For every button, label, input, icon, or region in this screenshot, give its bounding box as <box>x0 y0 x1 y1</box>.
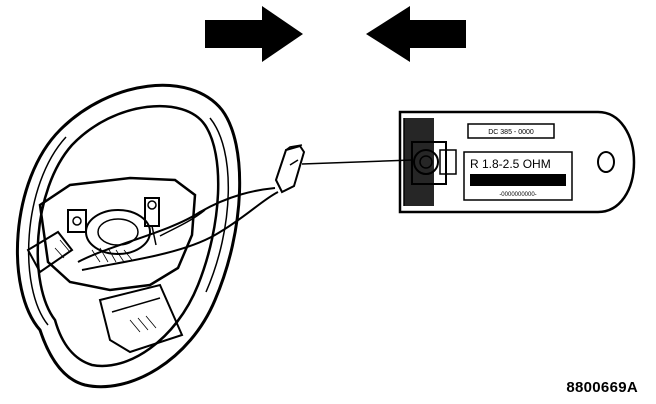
figure-id: 8800669A <box>566 379 638 396</box>
connector-plug <box>274 144 306 194</box>
tool-resistance-label: R 1.8-2.5 OHM <box>470 157 551 171</box>
tool-top-label: DC 385 - 0000 <box>488 129 534 136</box>
arrow-right-icon <box>205 6 303 62</box>
arrow-left-icon <box>366 6 466 62</box>
air-bag-simulator-tool: DC 385 - 0000 R 1.8-2.5 OHM -0000000000- <box>398 110 636 214</box>
steering-wheel <box>15 83 242 389</box>
tool-socket <box>411 141 457 185</box>
wire-harness <box>77 187 279 271</box>
test-lead-wire <box>301 159 413 165</box>
tool-serial-label: -0000000000- <box>499 192 536 198</box>
tool-barcode-block <box>470 174 566 186</box>
